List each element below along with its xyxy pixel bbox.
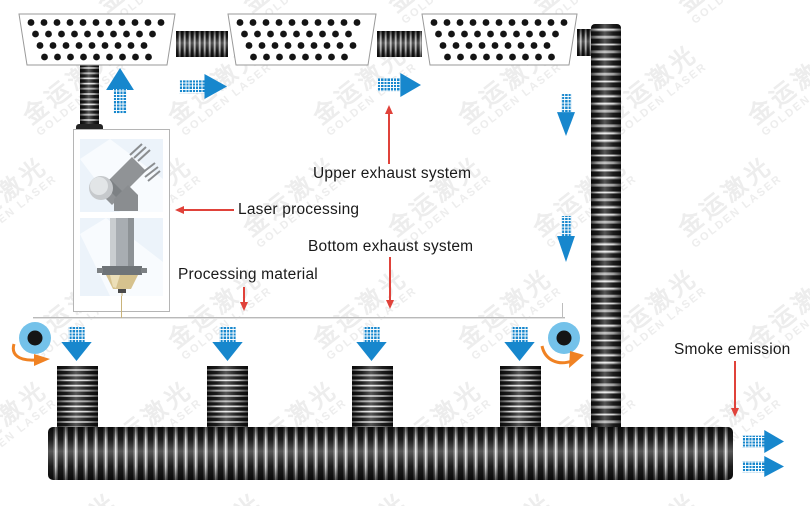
duct-end-cap	[76, 124, 103, 132]
rotation-arrow-right-icon	[540, 345, 584, 368]
riser-duct-3	[352, 366, 393, 427]
suction-down-arrow-2-icon	[212, 327, 243, 361]
bottom-exhaust-label: Bottom exhaust system	[308, 238, 474, 255]
hood-perforation-dots	[236, 19, 361, 61]
processing-material-label: Processing material	[178, 266, 318, 283]
roll-core	[556, 330, 572, 346]
duct-down-arrow-1-icon	[557, 94, 575, 136]
exhaust-hood-2	[227, 13, 377, 66]
exhaust-hood-3	[421, 13, 578, 66]
duct-connector-2	[377, 31, 422, 57]
material-wrap-line	[562, 303, 563, 318]
airflow-up-arrow-icon	[106, 68, 134, 114]
duct-connector-3	[577, 29, 595, 56]
processing-material-line	[33, 317, 565, 319]
rotation-arrow-left-icon	[11, 343, 50, 366]
hood-perforation-dots	[27, 19, 165, 61]
duct-down-arrow-2-icon	[557, 216, 575, 262]
upper-exhaust-label: Upper exhaust system	[313, 165, 472, 182]
vertical-main-duct	[591, 24, 621, 427]
laser-processing-label: Laser processing	[238, 201, 360, 218]
main-exhaust-duct	[48, 427, 733, 480]
airflow-right-arrow-2-icon	[377, 73, 421, 97]
smoke-out-arrow-2-icon	[742, 456, 784, 477]
suction-down-arrow-3-icon	[356, 327, 387, 361]
laser-nozzle-image	[80, 218, 163, 296]
laser-head-image	[80, 139, 163, 212]
smoke-emission-label: Smoke emission	[674, 341, 791, 358]
airflow-right-arrow-1-icon	[179, 74, 227, 99]
duct-connector-1	[176, 31, 228, 57]
roll-core	[27, 330, 43, 346]
hood-perforation-dots	[430, 19, 568, 61]
laser-beam-line	[121, 296, 122, 318]
riser-duct-2	[207, 366, 248, 427]
laser-head-duct	[80, 64, 99, 126]
material-roll-right	[548, 322, 580, 354]
suction-down-arrow-4-icon	[504, 327, 535, 361]
riser-duct-1	[57, 366, 98, 427]
smoke-out-arrow-1-icon	[742, 430, 784, 453]
suction-down-arrow-1-icon	[61, 327, 92, 361]
riser-duct-4	[500, 366, 541, 427]
exhaust-hood-1	[18, 13, 176, 66]
material-roll-left	[19, 322, 51, 354]
